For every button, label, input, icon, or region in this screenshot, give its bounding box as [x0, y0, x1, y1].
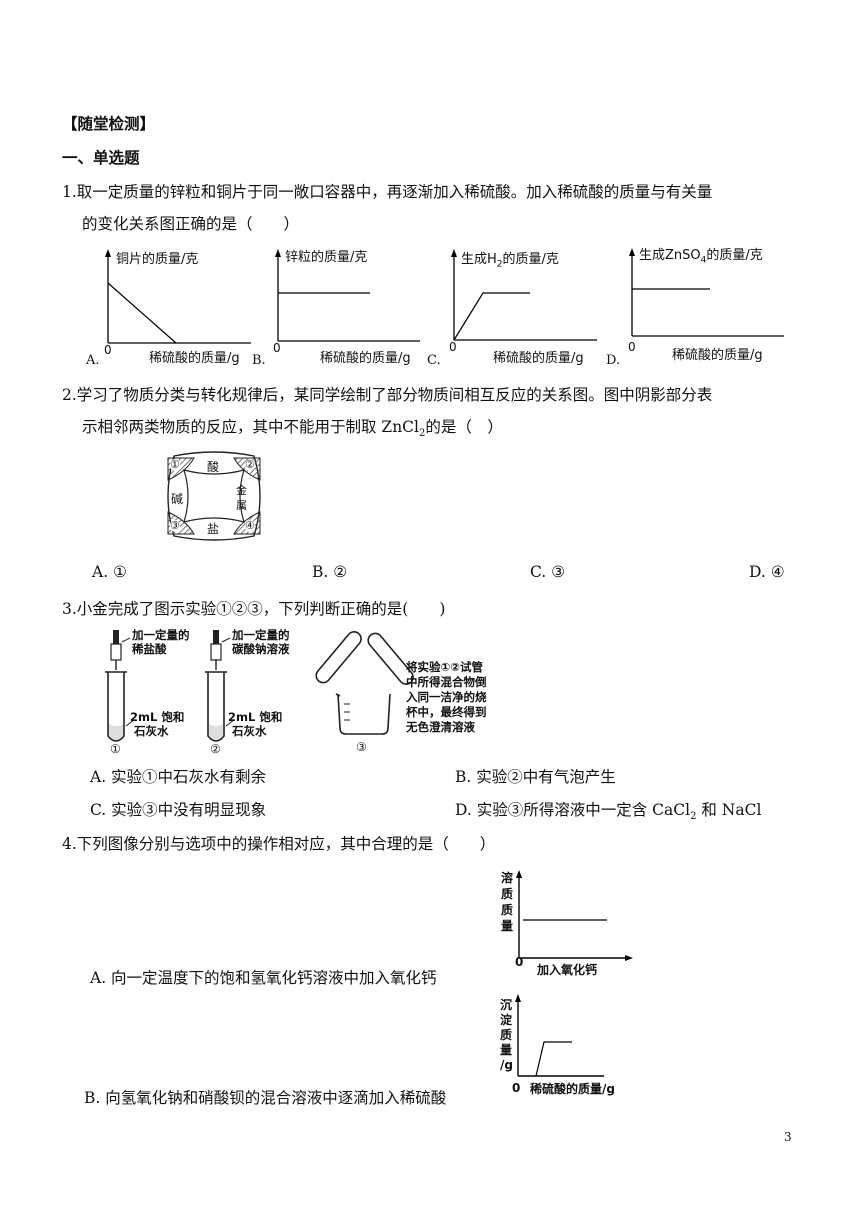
q2-circle-1: ①	[170, 458, 180, 471]
q2-option-c[interactable]: C. ③	[530, 563, 566, 581]
q1-c-origin: 0	[449, 340, 457, 354]
q1-option-a[interactable]: A.	[86, 353, 100, 368]
q2-circle-4: ④	[245, 519, 255, 532]
q2-circle-2: ②	[245, 458, 255, 471]
q1-graph-c: 生成H2的质量/克 0 稀硫酸的质量/g C.	[425, 245, 605, 368]
q1-d-origin: 0	[628, 340, 636, 354]
q4-option-a[interactable]: A. 向一定温度下的饱和氢氧化钙溶液中加入氧化钙	[90, 969, 437, 987]
q4-a-xlabel: 加入氧化钙	[537, 963, 598, 977]
q3-option-c[interactable]: C. 实验③中没有明显现象	[90, 801, 267, 819]
q2-stem-line1: 2.学习了物质分类与转化规律后，某同学绘制了部分物质间相互反应的关系图。图中阴影…	[62, 386, 713, 404]
q2-label-metal-2: 属	[236, 499, 247, 512]
q1-b-ylabel: 锌粒的质量/克	[285, 250, 368, 265]
q4-b-ylabel: 沉淀质量/g	[500, 998, 513, 1072]
q1-d-ylabel: 生成ZnSO4的质量/克	[639, 248, 763, 266]
q3-tube2-label-a: 2mL 饱和	[228, 710, 283, 724]
q1-a-origin: 0	[104, 343, 112, 357]
q3-drop2-label-a: 加一定量的	[232, 628, 290, 642]
q1-stem-line1: 1.取一定质量的锌粒和铜片于同一敞口容器中，再逐渐加入稀硫酸。加入稀硫酸的质量与…	[62, 183, 713, 201]
q2-label-base: 碱	[171, 492, 184, 506]
q3-drop1-label-b: 稀盐酸	[132, 642, 167, 656]
q3-fig-num-2: ②	[210, 742, 221, 756]
q4-option-b[interactable]: B. 向氢氧化钠和硝酸钡的混合溶液中逐滴加入稀硫酸	[84, 1089, 447, 1107]
q3-tube1-label-a: 2mL 饱和	[130, 710, 185, 724]
section-type: 一、单选题	[62, 148, 140, 167]
q1-option-c[interactable]: C.	[427, 353, 441, 368]
page-number: 3	[784, 1130, 792, 1144]
q1-b-origin: 0	[273, 341, 281, 355]
q4-graph-a: 溶质质量 0 加入氧化钙	[497, 866, 647, 978]
q1-a-xlabel: 稀硫酸的质量/g	[149, 351, 240, 366]
q1-c-xlabel: 稀硫酸的质量/g	[493, 351, 584, 366]
q3-stem: 3.小金完成了图示实验①②③，下列判断正确的是( )	[62, 600, 446, 618]
q1-a-ylabel: 铜片的质量/克	[116, 252, 199, 267]
q2-label-salt: 盐	[207, 522, 220, 536]
q4-a-ylabel: 溶质质量	[501, 871, 514, 933]
q4-graph-b: 沉淀质量/g 0 稀硫酸的质量/g	[496, 990, 646, 1102]
q1-stem-line2: 的变化关系图正确的是（ ）	[82, 215, 300, 233]
q4-b-origin: 0	[512, 1081, 521, 1095]
q1-c-ylabel: 生成H2的质量/克	[461, 252, 559, 270]
q2-label-acid: 酸	[207, 460, 220, 474]
q2-option-d[interactable]: D. ④	[749, 563, 785, 581]
q2-diagram: ① ② ③ ④ 酸 碱 金 属 盐	[160, 450, 268, 542]
q3-option-d[interactable]: D. 实验③所得溶液中一定含 CaCl2 和 NaCl	[455, 801, 762, 823]
q4-stem: 4.下列图像分别与选项中的操作相对应，其中合理的是（ ）	[62, 835, 496, 853]
q3-option-a[interactable]: A. 实验①中石灰水有剩余	[90, 768, 267, 786]
q1-d-xlabel: 稀硫酸的质量/g	[672, 348, 763, 363]
q1-option-d[interactable]: D.	[606, 353, 621, 368]
q2-stem-line2: 示相邻两类物质的反应，其中不能用于制取 ZnCl2的是（ ）	[82, 418, 503, 440]
q2-option-b[interactable]: B. ②	[312, 563, 348, 581]
q1-graph-b: 锌粒的质量/克 0 稀硫酸的质量/g B.	[252, 245, 427, 368]
q3-tube1-label-b: 石灰水	[134, 724, 169, 738]
q2-label-metal-1: 金	[236, 484, 247, 497]
q2-option-a[interactable]: A. ①	[92, 563, 127, 581]
q1-b-xlabel: 稀硫酸的质量/g	[320, 351, 411, 366]
q1-graph-a: 铜片的质量/克 0 稀硫酸的质量/g A.	[86, 245, 261, 368]
q3-figure: 加一定量的 稀盐酸 加一定量的 碳酸钠溶液 2mL 饱和 石灰水 2mL 饱和 …	[100, 628, 520, 760]
q3-option-b[interactable]: B. 实验②中有气泡产生	[455, 768, 616, 786]
q3-fig-num-1: ①	[110, 742, 121, 756]
q2-circle-3: ③	[170, 519, 180, 532]
q4-a-origin: 0	[515, 955, 524, 969]
q3-drop1-label-a: 加一定量的	[132, 628, 190, 642]
q1-graph-d: 生成ZnSO4的质量/克 0 稀硫酸的质量/g D.	[604, 242, 794, 368]
q3-fig-num-3: ③	[356, 740, 367, 754]
q3-tube2-label-b: 石灰水	[232, 724, 267, 738]
q3-fig-note: 将实验①②试管 中所得混合物倒 入同一洁净的烧 杯中，最终得到 无色澄清溶液	[406, 660, 487, 734]
section-header: 【随堂检测】	[62, 114, 156, 133]
q3-drop2-label-b: 碳酸钠溶液	[232, 642, 290, 656]
q1-option-b[interactable]: B.	[252, 353, 266, 368]
q4-b-xlabel: 稀硫酸的质量/g	[530, 1082, 615, 1096]
